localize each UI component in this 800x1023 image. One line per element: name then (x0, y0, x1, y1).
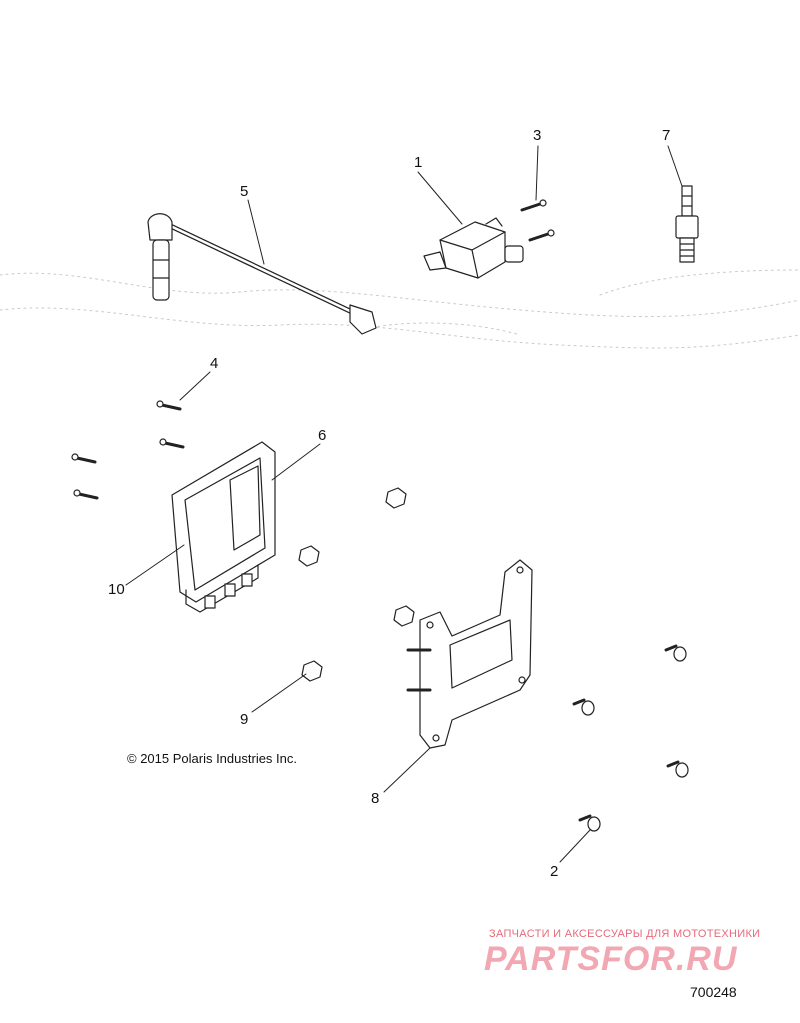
callout-4: 4 (210, 355, 219, 372)
callout-5: 5 (240, 183, 249, 200)
callout-3: 3 (533, 127, 542, 144)
watermark-tagline: ЗАПЧАСТИ И АКСЕССУАРЫ ДЛЯ МОТОТЕХНИКИ (489, 928, 761, 940)
part-2-screws (572, 644, 689, 832)
callout-10: 10 (108, 581, 125, 598)
drawing-number: 700248 (690, 984, 737, 1000)
part-8-mounting-plate (406, 559, 533, 749)
part-6-ecu (171, 441, 276, 613)
leader-lines (125, 145, 683, 863)
part-7-spark-plug (675, 185, 699, 263)
callout-9: 9 (240, 711, 249, 728)
callout-6: 6 (318, 427, 327, 444)
callout-2: 2 (550, 863, 559, 880)
part-4-bolts (71, 400, 185, 500)
callout-8: 8 (371, 790, 380, 807)
callout-1: 1 (414, 154, 423, 171)
copyright-notice: © 2015 Polaris Industries Inc. (127, 751, 297, 766)
part-1-ignition-coil (423, 217, 524, 279)
watermark-logo: PARTSFOR.RU (484, 940, 738, 978)
part-3-bolts (520, 199, 555, 242)
callout-7: 7 (662, 127, 671, 144)
part-9-nuts (298, 487, 415, 682)
part-5-ignition-lead (147, 213, 377, 335)
ghost-frame-outline (0, 269, 800, 349)
